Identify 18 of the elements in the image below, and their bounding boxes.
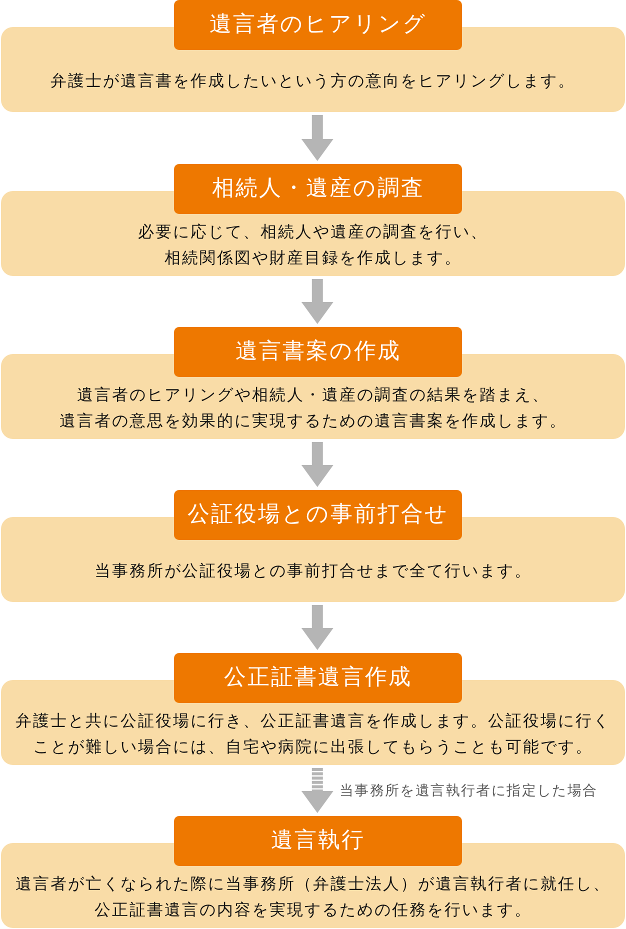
step-description: 必要に応じて、相続人や遺産の調査を行い、相続関係図や財産目録を作成します。: [137, 221, 489, 269]
edge-label: 当事務所を遺言執行者に指定した場合: [339, 782, 598, 800]
step-heading: 相続人・遺産の調査: [174, 164, 462, 214]
down-arrow: [301, 768, 334, 813]
step-description: 弁護士が遺言書を作成したいという方の意向をヒアリングします。: [50, 70, 576, 92]
step-heading: 遺言者のヒアリング: [174, 0, 462, 50]
down-arrow: [301, 442, 334, 487]
step-heading: 遺言書案の作成: [174, 327, 462, 377]
step-description: 遺言者のヒアリングや相続人・遺産の調査の結果を踏まえ、遺言者の意思を効果的に実現するための遺言書案を作成します。: [58, 384, 568, 432]
step-description: 遺言者が亡くなられた際に当事務所（弁護士法人）が遺言執行者に就任し、公正証書遺言の内容を実現するための任務を行います。: [14, 873, 612, 921]
step-heading: 遺言執行: [174, 816, 462, 866]
down-arrow: [301, 605, 334, 650]
step-description: 当事務所が公証役場との事前打合せまで全て行います。: [94, 560, 532, 582]
down-arrow: [301, 115, 334, 161]
step-description: 弁護士と共に公証役場に行き、公正証書遺言を作成します。公証役場に行くことが難しい場合には、自宅や病院に出張してもらうことも可能です。: [14, 710, 612, 758]
down-arrow: [301, 279, 334, 324]
step-heading: 公正証書遺言作成: [174, 653, 462, 703]
step-heading: 公証役場との事前打合せ: [174, 490, 462, 540]
